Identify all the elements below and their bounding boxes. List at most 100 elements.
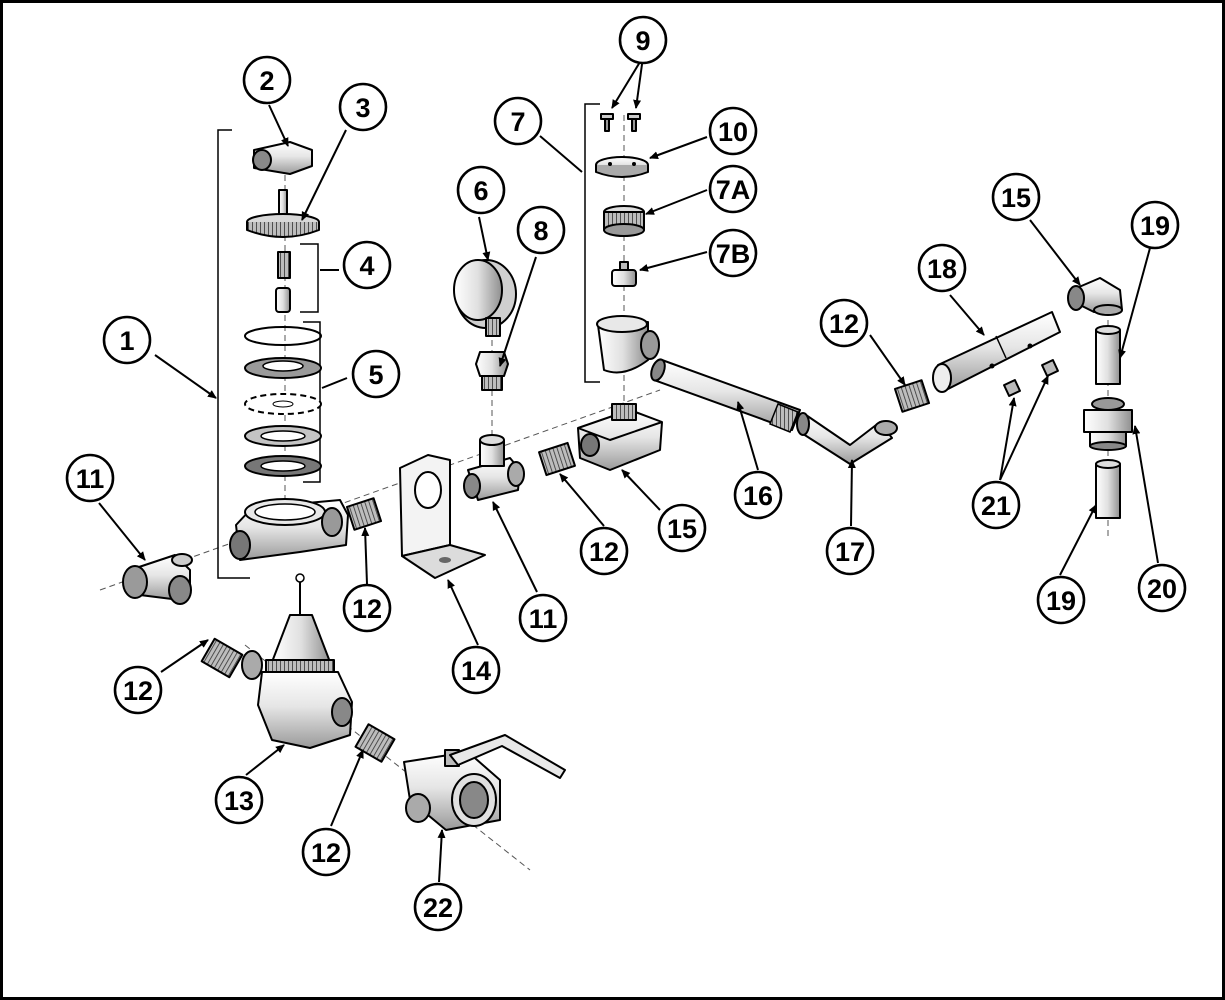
callout-label: 12 [829,309,859,339]
callout-label: 12 [589,537,619,567]
part-12-nipple-b [538,441,576,477]
callout-c11a: 11 [65,453,115,503]
part-12-nipple-c [893,379,931,413]
callout-label: 13 [224,786,254,816]
callout-circle [1137,563,1187,613]
callout-c19a: 19 [1130,200,1180,250]
callout-c22: 22 [413,882,463,932]
callout-circle [708,228,758,278]
callout-circle [338,82,388,132]
callout-c3: 3 [338,82,388,132]
callout-circle [242,55,292,105]
callout-label: 1 [119,326,134,356]
callout-circle [301,827,351,877]
callout-circle [708,106,758,156]
callout-c12b: 12 [579,526,629,576]
callout-c15b: 15 [991,172,1041,222]
part-16-pipe [650,358,801,433]
callout-label: 6 [473,176,488,206]
callout-label: 11 [529,604,558,634]
callout-label: 17 [835,537,865,567]
part-3-gear [246,213,320,238]
callout-circle [342,583,392,633]
callout-label: 16 [743,481,773,511]
callout-c14: 14 [451,645,501,695]
callout-c1: 1 [102,315,152,365]
callout-circle [518,593,568,643]
callout-label: 20 [1147,574,1177,604]
callout-label: 19 [1046,586,1076,616]
callout-label: 7 [510,107,525,137]
callout-c13: 13 [214,775,264,825]
callout-circle [351,349,401,399]
callout-circle [342,240,392,290]
callout-label: 22 [423,893,453,923]
part-13-pressure-reducing-valve [241,573,353,749]
callout-circle [1130,200,1180,250]
callout-circle [819,298,869,348]
callout-c20: 20 [1137,563,1187,613]
callout-label: 12 [123,676,153,706]
part-7b-check-insert [611,261,637,287]
callout-c8: 8 [516,205,566,255]
callout-label: 11 [76,464,105,494]
callout-circle [971,480,1021,530]
callout-circle [733,470,783,520]
callout-c19b: 19 [1036,575,1086,625]
callout-c12e: 12 [301,827,351,877]
callout-circle [102,315,152,365]
callout-c21: 21 [971,480,1021,530]
part-18-coupling-sleeve [932,311,1061,393]
part-20-union [1083,397,1133,451]
callout-c15a: 15 [657,503,707,553]
part-15-block-tee [577,403,663,471]
callout-c4: 4 [342,240,392,290]
callout-layer: 123456789107A7B1111121212121213141515161… [65,15,1187,932]
callout-label: 14 [461,656,491,686]
callout-circle [991,172,1041,222]
part-19-nipple-lower [1095,459,1121,519]
callout-c12c: 12 [819,298,869,348]
callout-circle [113,665,163,715]
callout-circle [579,526,629,576]
callout-label: 21 [981,491,1011,521]
part-5-washers [244,326,322,477]
leader-lines [98,56,1159,883]
part-17-elbow [796,412,898,465]
callout-c17: 17 [825,526,875,576]
callout-label: 19 [1140,211,1170,241]
callout-label: 8 [533,216,548,246]
part-12-nipple-a [345,497,383,531]
callout-circle [65,453,115,503]
callout-label: 7A [716,175,751,205]
callout-label: 18 [927,254,957,284]
part-15-elbow-right [1067,277,1123,316]
part-22-ball-valve [403,734,566,831]
part-10-cap-plate [595,156,649,178]
callout-label: 12 [352,594,382,624]
part-21-set-screws [1003,359,1059,397]
callout-circle [1036,575,1086,625]
callout-c7: 7 [493,96,543,146]
callout-label: 15 [1001,183,1031,213]
callout-circle [825,526,875,576]
part-9-screws [600,113,641,132]
callout-c12d: 12 [113,665,163,715]
callout-label: 15 [667,514,697,544]
part-1-valve-body [229,498,349,561]
callout-c7b: 7B [708,228,758,278]
callout-circle [917,243,967,293]
callout-circle [516,205,566,255]
callout-circle [413,882,463,932]
callout-circle [493,96,543,146]
callout-label: 2 [259,66,274,96]
callout-c9: 9 [618,15,668,65]
part-19-nipple-upper [1095,325,1121,385]
callout-c5: 5 [351,349,401,399]
callout-label: 9 [635,26,650,56]
callout-circle [451,645,501,695]
callout-label: 10 [718,117,748,147]
